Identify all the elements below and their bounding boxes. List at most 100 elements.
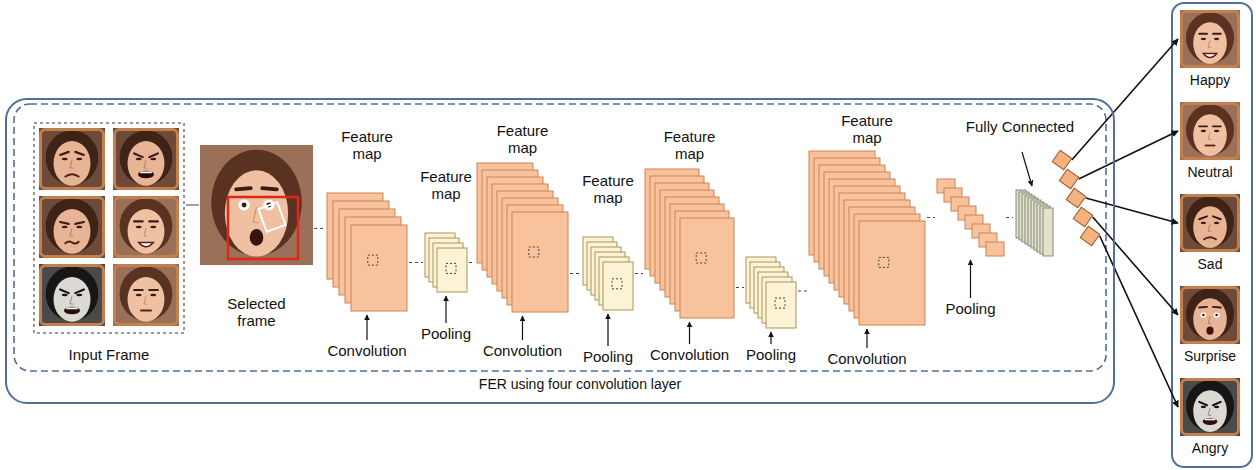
spacer xyxy=(1180,160,1240,164)
feature-map-stack: Feature mapPooling xyxy=(577,172,639,365)
layer-label: Feature map xyxy=(577,172,639,207)
node-figure xyxy=(1180,286,1240,344)
emotion-photo xyxy=(1180,102,1240,160)
face-background xyxy=(39,264,105,326)
teeth xyxy=(1205,419,1216,421)
layer-label: Pooling xyxy=(583,348,633,365)
selected-frame: Selected frame xyxy=(200,145,313,330)
leader-arrow-layer xyxy=(644,319,735,346)
fc-unit-card xyxy=(1043,208,1053,256)
face-skin xyxy=(128,277,165,322)
mouth xyxy=(65,174,80,177)
eye xyxy=(76,294,82,296)
feature-map-card xyxy=(766,282,796,328)
feature-map-stack: Feature mapConvolution xyxy=(476,122,569,359)
emotion-photo xyxy=(1180,10,1240,68)
leader-arrow xyxy=(366,315,367,340)
feature-map-figure xyxy=(745,256,797,329)
spacer xyxy=(415,293,477,325)
eye xyxy=(76,158,82,160)
pupil xyxy=(242,203,247,208)
output-unit xyxy=(1052,150,1071,169)
node-figure xyxy=(200,145,313,265)
eye xyxy=(1214,222,1219,224)
photo-border xyxy=(1182,12,1239,67)
nose xyxy=(144,296,147,304)
eyebrow xyxy=(1213,216,1221,219)
face-hair xyxy=(1186,12,1234,63)
layer-label: Pooling xyxy=(746,346,796,363)
leader-arrow xyxy=(1022,152,1032,186)
eyebrow xyxy=(1213,125,1221,127)
eyebrow xyxy=(1199,216,1207,219)
feature-map-figure xyxy=(644,168,735,319)
layer-label: Neutral xyxy=(1187,164,1232,180)
layer-label: Feature map xyxy=(492,122,554,157)
eyebrow xyxy=(1199,125,1207,127)
face-background xyxy=(39,128,105,190)
node-figure xyxy=(808,150,926,326)
leader-arrow-layer xyxy=(326,312,408,342)
nose xyxy=(70,296,73,304)
receptive-field xyxy=(368,255,378,265)
eye xyxy=(62,294,68,296)
spacer xyxy=(808,146,926,150)
feature-map-figure xyxy=(936,178,1005,257)
emotion-photo xyxy=(1180,194,1240,252)
nose xyxy=(1208,316,1211,324)
mouth xyxy=(65,241,80,243)
input-frame-box: Input Frame xyxy=(33,122,185,363)
node-figure xyxy=(424,232,468,293)
leader-arrow xyxy=(866,329,867,348)
feature-map-stack: Feature mapConvolution xyxy=(326,128,408,359)
layer-label: Feature map xyxy=(415,168,477,203)
emotion-class: Angry xyxy=(1180,378,1240,456)
layer-label: Sad xyxy=(1198,256,1223,272)
eye xyxy=(1214,406,1219,408)
face-hair xyxy=(1186,104,1234,155)
feature-map-card xyxy=(351,225,407,311)
face-background xyxy=(1180,378,1240,436)
face-background xyxy=(1180,10,1240,68)
eyebrow xyxy=(60,152,69,155)
eye xyxy=(76,226,82,228)
spacer xyxy=(326,163,408,193)
connection-line xyxy=(635,273,643,274)
output-panel xyxy=(1172,3,1252,467)
eyebrow xyxy=(134,220,143,222)
mouth xyxy=(1203,54,1216,58)
eye xyxy=(1214,38,1219,40)
eyebrow xyxy=(1213,306,1221,309)
eye xyxy=(150,158,156,160)
eyebrow xyxy=(1213,33,1221,35)
output-arrow xyxy=(1100,236,1178,407)
node-figure xyxy=(1014,150,1106,264)
photo-border xyxy=(115,198,178,257)
feature-map-figure xyxy=(424,232,468,293)
face-skin xyxy=(54,209,91,254)
layer-label: Convolution xyxy=(827,350,906,367)
eyebrow xyxy=(149,220,158,222)
face-background xyxy=(113,128,179,190)
output-arrow xyxy=(1093,217,1178,315)
eyebrow xyxy=(1213,402,1221,405)
input-frame-figure xyxy=(33,122,185,334)
node-figure xyxy=(1180,194,1240,252)
layer-label: Surprise xyxy=(1184,348,1236,364)
connector-group xyxy=(186,39,1178,407)
connection-line xyxy=(570,273,581,274)
eye xyxy=(1201,406,1206,408)
face-background xyxy=(1180,102,1240,160)
eye xyxy=(62,158,68,160)
connection-line xyxy=(927,217,935,218)
mouth xyxy=(250,229,264,246)
eyebrow xyxy=(262,188,277,189)
layer-label: Selected frame xyxy=(222,295,292,330)
leader-arrow-layer xyxy=(415,293,477,325)
face-background xyxy=(1180,286,1240,344)
leader-arrow-layer xyxy=(745,329,797,346)
eyebrow xyxy=(149,289,158,291)
mouth xyxy=(140,310,152,312)
